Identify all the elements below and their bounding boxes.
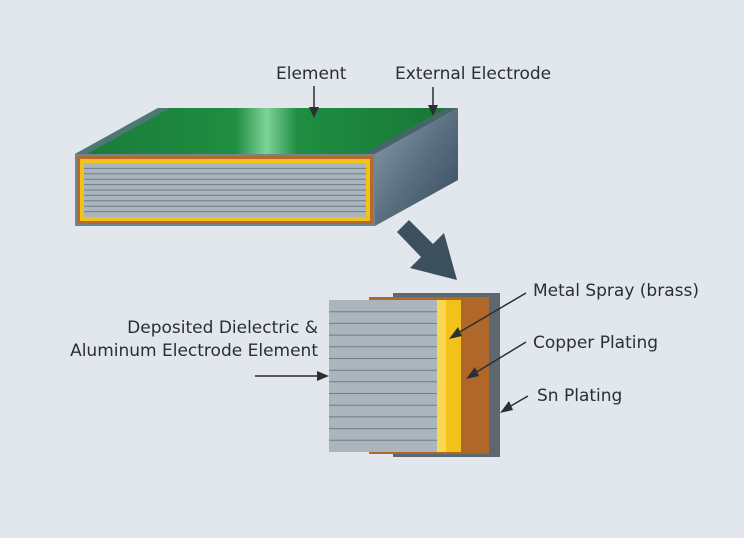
label-element: Element: [276, 64, 347, 84]
element-top-face: [75, 108, 458, 154]
label-copper-plating: Copper Plating: [533, 333, 659, 353]
cross-section: [329, 293, 500, 457]
sn-plating-pointer-arrow: [500, 395, 529, 413]
metal-spray-pointer-arrow: [449, 292, 527, 339]
label-sn-plating: Sn Plating: [537, 386, 623, 406]
label-dielectric-line2: Aluminum Electrode Element: [70, 341, 318, 361]
zoom-arrow: [397, 220, 457, 280]
external-electrode-pointer-arrow: [428, 87, 438, 116]
front-layer-lines: [84, 167, 366, 213]
external-electrode-side-face: [375, 108, 458, 226]
label-metal-spray: Metal Spray (brass): [533, 281, 699, 301]
capacitor-block: [75, 108, 458, 226]
top-rim-left: [75, 108, 170, 154]
brass-highlight: [437, 300, 446, 452]
label-dielectric-line1: Deposited Dielectric &: [127, 318, 318, 338]
dielectric-pointer-arrow: [255, 371, 329, 381]
copper-plating-pointer-arrow: [466, 341, 527, 379]
top-rim-right: [363, 108, 458, 154]
element-pointer-arrow: [309, 86, 319, 118]
dielectric-layer-lines: [329, 311, 437, 441]
dielectric-element-layer: [329, 300, 437, 452]
label-external-electrode: External Electrode: [395, 64, 552, 84]
